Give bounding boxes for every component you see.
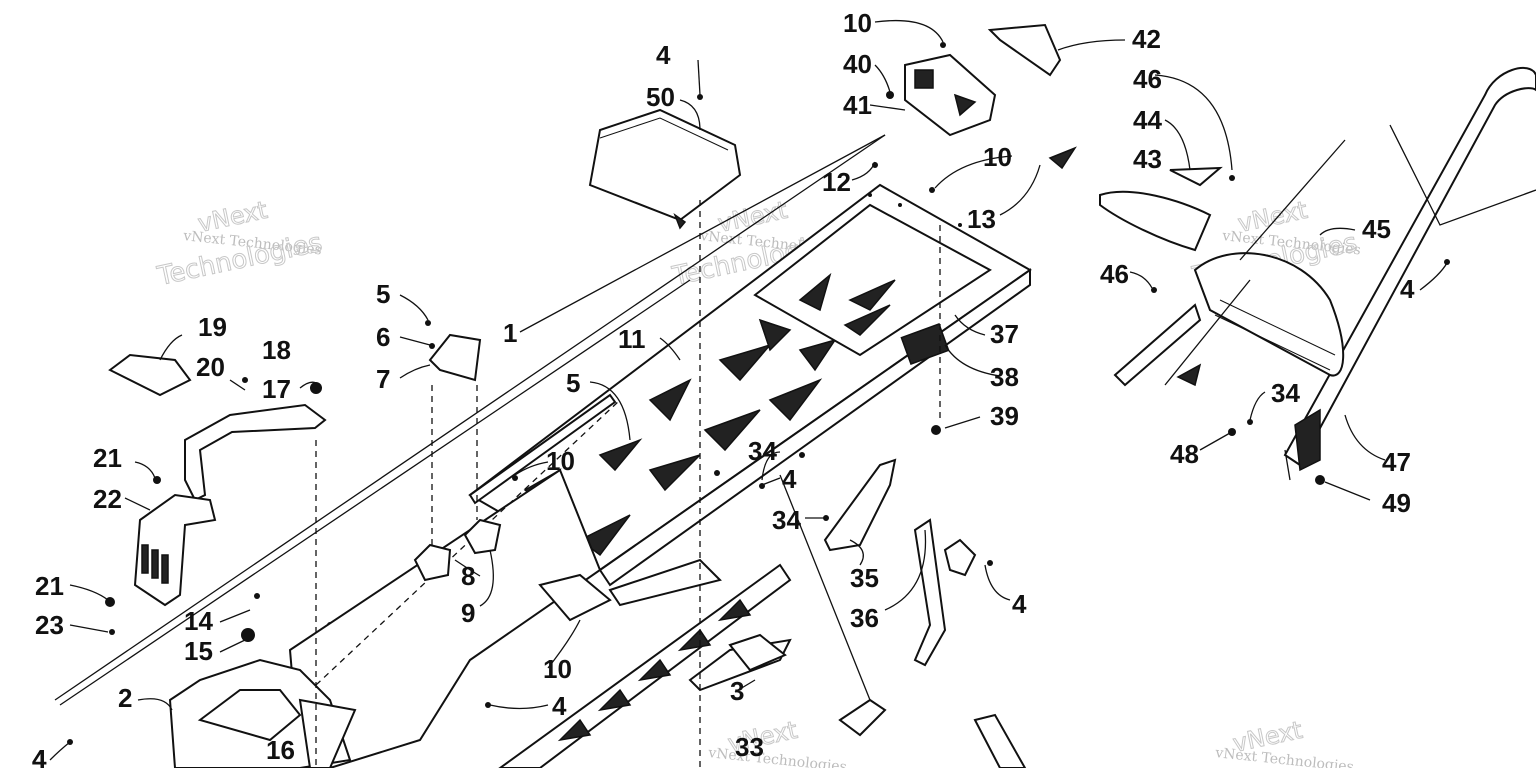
housing-part-2 <box>168 658 352 768</box>
washer-part-9 <box>463 518 502 555</box>
callout-10: 10 <box>843 8 872 38</box>
callout-33: 33 <box>735 732 764 762</box>
callout-12: 12 <box>822 167 851 197</box>
watermark-6: vNext vNext Technologies <box>1214 715 1355 768</box>
callout-46: 46 <box>1133 64 1162 94</box>
callout-41: 41 <box>843 90 872 120</box>
callout-4: 4 <box>552 691 567 721</box>
callout-19: 19 <box>198 312 227 342</box>
rail-strap-part-36 <box>913 518 947 667</box>
callout-4: 4 <box>32 744 47 768</box>
callout-34: 34 <box>772 505 801 535</box>
callout-23: 23 <box>35 610 64 640</box>
callout-10: 10 <box>983 142 1012 172</box>
callout-20: 20 <box>196 352 225 382</box>
callout-39: 39 <box>990 401 1019 431</box>
svg-text:vNext Technologies: vNext Technologies <box>1214 745 1355 768</box>
callout-2: 2 <box>118 683 132 713</box>
rear-rail-part-47 <box>1283 66 1536 481</box>
callout-13: 13 <box>967 204 996 234</box>
callout-5: 5 <box>566 368 580 398</box>
callout-42: 42 <box>1132 24 1161 54</box>
callout-1: 1 <box>503 318 517 348</box>
callout-17: 17 <box>262 374 291 404</box>
watermark-1: vNext vNext Technologies Technologies <box>154 195 326 292</box>
rail-bracket-part-35 <box>823 458 897 552</box>
washer-part-8 <box>413 543 452 582</box>
callout-40: 40 <box>843 49 872 79</box>
callout-4: 4 <box>656 40 671 70</box>
callout-49: 49 <box>1382 488 1411 518</box>
callout-labels: 1 2 3 4 4 4 4 4 4 4 5 5 6 7 8 9 10 10 10… <box>32 8 1415 768</box>
callout-6: 6 <box>376 322 390 352</box>
callout-10: 10 <box>546 446 575 476</box>
strip-part-46 <box>1113 303 1202 387</box>
callout-5: 5 <box>376 279 390 309</box>
callout-7: 7 <box>376 364 390 394</box>
deck-cutouts <box>523 318 837 557</box>
callout-38: 38 <box>990 362 1019 392</box>
callout-45: 45 <box>1362 214 1391 244</box>
watermark-5: vNext vNext Technologies <box>707 715 848 768</box>
callout-50: 50 <box>646 82 675 112</box>
plate-part-41 <box>904 53 997 137</box>
callout-37: 37 <box>990 319 1019 349</box>
callout-15: 15 <box>184 636 213 666</box>
snowflap-part-43 <box>1099 190 1345 377</box>
bracket-part-44 <box>1169 166 1223 187</box>
callout-4: 4 <box>1012 589 1027 619</box>
direction-arrows <box>1048 146 1202 387</box>
bracket-part-7 <box>428 333 482 382</box>
callout-21: 21 <box>35 571 64 601</box>
plate-part-4-right <box>943 538 977 577</box>
slide-rail-part-3 <box>498 558 792 768</box>
svg-text:vNext Technologies: vNext Technologies <box>707 745 848 768</box>
callout-47: 47 <box>1382 447 1411 477</box>
callout-3: 3 <box>730 676 744 706</box>
slide-rail-lower-right <box>838 698 1027 768</box>
callout-4: 4 <box>1400 274 1415 304</box>
callout-34: 34 <box>748 436 777 466</box>
callout-11: 11 <box>618 324 646 354</box>
callout-35: 35 <box>850 563 879 593</box>
callout-16: 16 <box>266 735 295 765</box>
footrest-part-19 <box>108 353 192 397</box>
callout-46: 46 <box>1100 259 1129 289</box>
callout-44: 44 <box>1133 105 1162 135</box>
callout-8: 8 <box>461 561 475 591</box>
seat-part-50 <box>588 108 742 230</box>
callout-4: 4 <box>782 464 797 494</box>
callout-34: 34 <box>1271 378 1300 408</box>
cover-part-16 <box>298 698 357 768</box>
tunnel-decal <box>900 323 950 365</box>
tunnel-chassis <box>54 134 1032 768</box>
bracket-part-17 <box>184 403 327 502</box>
callout-18: 18 <box>262 335 291 365</box>
callout-36: 36 <box>850 603 879 633</box>
leader-lines <box>49 19 1536 768</box>
callout-48: 48 <box>1170 439 1199 469</box>
callout-21: 21 <box>93 443 122 473</box>
callout-10: 10 <box>543 654 572 684</box>
callout-9: 9 <box>461 598 475 628</box>
bumper-part-42 <box>987 23 1062 77</box>
callout-22: 22 <box>93 484 122 514</box>
guard-part-22 <box>133 493 217 607</box>
callout-43: 43 <box>1133 144 1162 174</box>
callout-14: 14 <box>184 606 213 636</box>
callout-4: 4 <box>32 744 47 768</box>
